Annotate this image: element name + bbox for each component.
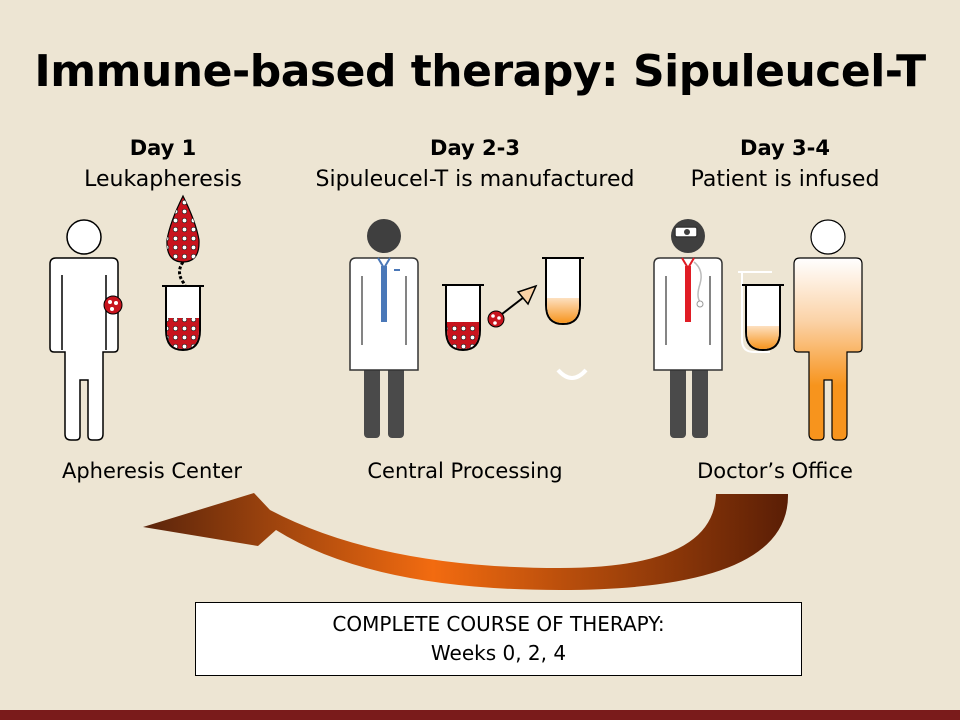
cup-icon <box>556 368 588 380</box>
step-3-day: Day 3-4 <box>740 136 830 160</box>
step-3-desc: Patient is infused <box>690 167 880 192</box>
test-tube-icon <box>162 285 204 352</box>
step-1-header: Day 1 Leukapheresis <box>63 133 263 195</box>
curved-return-arrow-icon <box>143 493 789 590</box>
antigen-arrow-icon <box>487 284 538 328</box>
step-1-day: Day 1 <box>129 136 197 160</box>
location-central-processing: Central Processing <box>367 459 563 483</box>
blood-drop-icon <box>166 194 200 263</box>
course-of-therapy-box: COMPLETE COURSE OF THERAPY: Weeks 0, 2, … <box>195 602 802 676</box>
location-apheresis-center: Apheresis Center <box>61 459 243 483</box>
course-heading: COMPLETE COURSE OF THERAPY: <box>332 612 665 636</box>
step-1-desc: Leukapheresis <box>84 167 242 192</box>
test-tube-icon <box>742 284 784 352</box>
doctor-figure-icon <box>653 219 723 438</box>
patient-figure-icon <box>49 219 119 441</box>
blood-cell-icon <box>103 295 123 315</box>
iv-bag-icon <box>738 271 772 353</box>
step-2-desc: Sipuleucel-T is manufactured <box>315 167 635 192</box>
test-tube-icon <box>542 257 584 326</box>
slide-title: Immune-based therapy: Sipuleucel-T <box>34 46 926 97</box>
location-doctors-office: Doctor’s Office <box>697 459 853 483</box>
step-2-header: Day 2-3 Sipuleucel-T is manufactured <box>300 133 650 195</box>
step-2-day: Day 2-3 <box>430 136 520 160</box>
lab-worker-figure-icon <box>349 219 419 438</box>
step-3-header: Day 3-4 Patient is infused <box>670 133 900 195</box>
course-schedule: Weeks 0, 2, 4 <box>430 641 567 665</box>
footer-bar <box>0 710 960 720</box>
test-tube-icon <box>442 284 484 352</box>
infused-patient-figure-icon <box>793 219 863 441</box>
